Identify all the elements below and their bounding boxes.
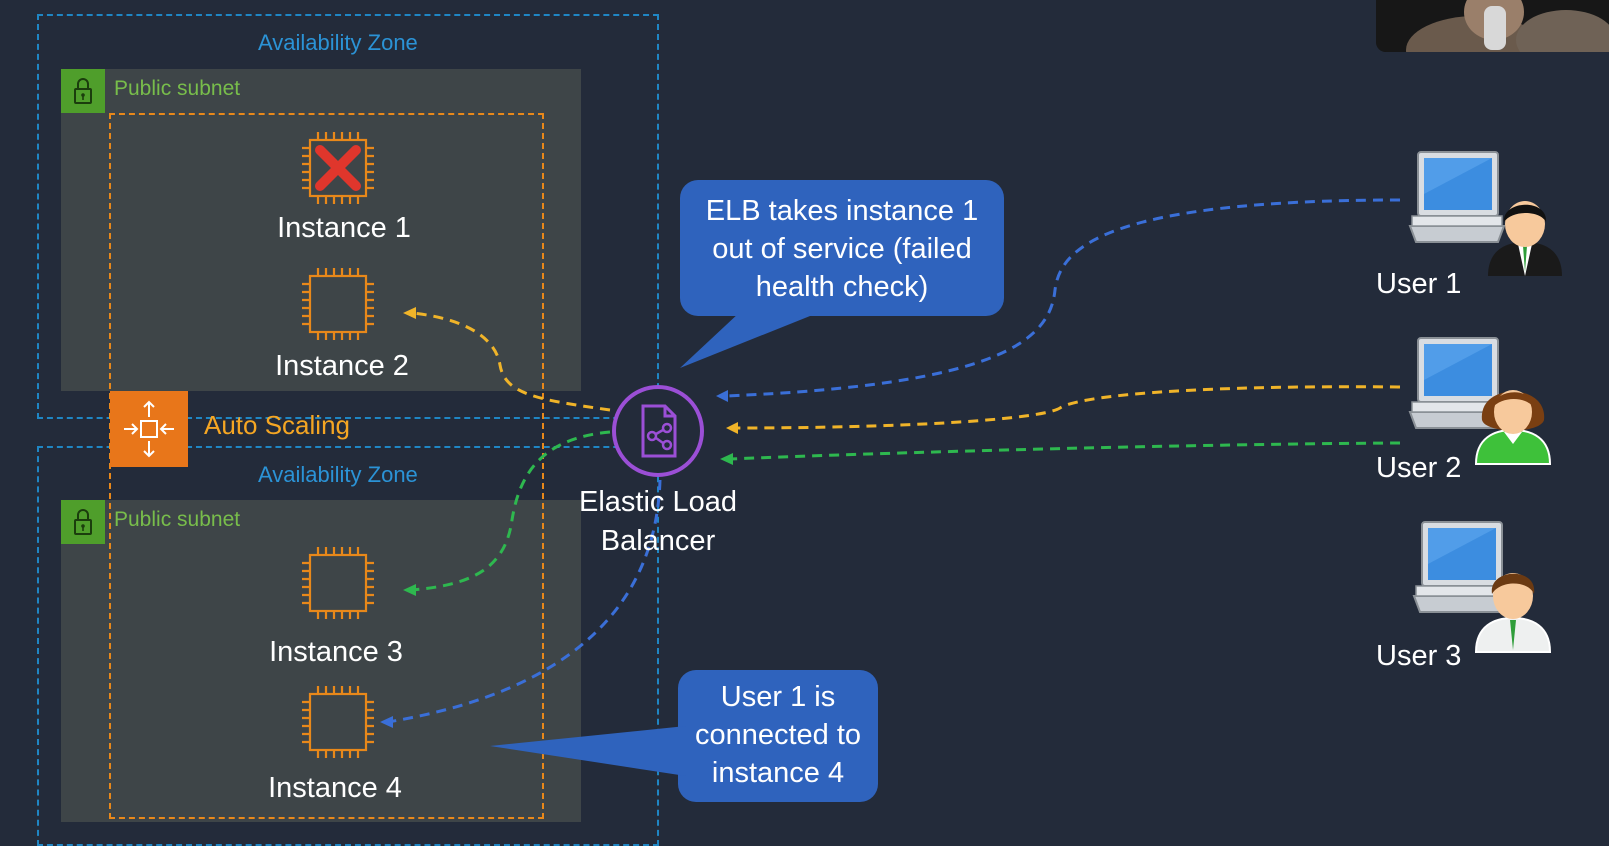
user-avatar-icon [1480,188,1570,283]
instance-chip-icon [298,128,378,208]
instance-1-label: Instance 1 [277,212,411,244]
failed-x-icon [312,142,364,194]
elb-label-line-2: Balancer [600,525,716,557]
public-subnet-2 [61,500,581,822]
arrowhead [380,716,393,728]
elb-notice-line-1: ELB takes instance 1 [705,195,979,227]
elb-to-instance-3 [411,430,611,592]
lock-icon [61,69,105,113]
availability-zone-1-label: Availability Zone [258,30,418,55]
lock-icon [61,500,105,544]
instance-3-label: Instance 3 [269,636,403,668]
user1-notice-line-2: connected to [694,719,862,751]
public-subnet-1-label: Public subnet [114,77,241,100]
user-2-label: User 2 [1376,452,1462,484]
elb-notice-text: ELB takes instance 1 out of service (fai… [680,192,1004,306]
availability-zone-2-label: Availability Zone [258,462,418,487]
elastic-load-balancer-label: Elastic Load Balancer [548,483,768,561]
user1-notice-line-1: User 1 is [720,681,836,713]
user1-notice-line-3: instance 4 [711,757,845,789]
instance-chip-icon [298,682,378,762]
auto-scaling-icon [110,391,188,467]
elb-notice-line-3: health check) [755,271,929,303]
laptop-icon [1410,520,1510,625]
elb-to-instance-2 [411,311,611,412]
elastic-load-balancer-icon [611,384,705,478]
presenter-webcam [1376,0,1609,52]
arrowhead [403,584,416,596]
laptop-icon [1406,150,1506,255]
arrowhead [716,390,728,402]
user1-notice-callout [490,670,878,802]
elb-notice-callout [680,180,1004,368]
public-subnet-1 [61,69,581,391]
elb-to-instance-4 [387,479,662,724]
arrowhead [726,422,738,434]
public-subnet-2-label: Public subnet [114,508,241,531]
elb-notice-line-2: out of service (failed [712,233,972,265]
user-1-connection [724,198,1401,398]
elb-label-line-1: Elastic Load [579,486,737,518]
user-3-connection [729,441,1401,461]
user-2-connection [734,385,1401,430]
instance-4-label: Instance 4 [268,772,402,804]
user-avatar-icon [1468,368,1558,473]
auto-scaling-label: Auto Scaling [204,410,350,440]
arrowhead [403,307,416,319]
arrowhead [720,453,733,465]
user-avatar-icon [1468,556,1558,661]
user-3-label: User 3 [1376,640,1462,672]
instance-chip-icon [298,264,378,344]
laptop-icon [1406,336,1506,441]
user-1-label: User 1 [1376,268,1462,300]
availability-zone-1 [37,14,659,419]
instance-2-label: Instance 2 [275,350,409,382]
user1-notice-text: User 1 is connected to instance 4 [678,678,878,792]
instance-chip-icon [298,543,378,623]
